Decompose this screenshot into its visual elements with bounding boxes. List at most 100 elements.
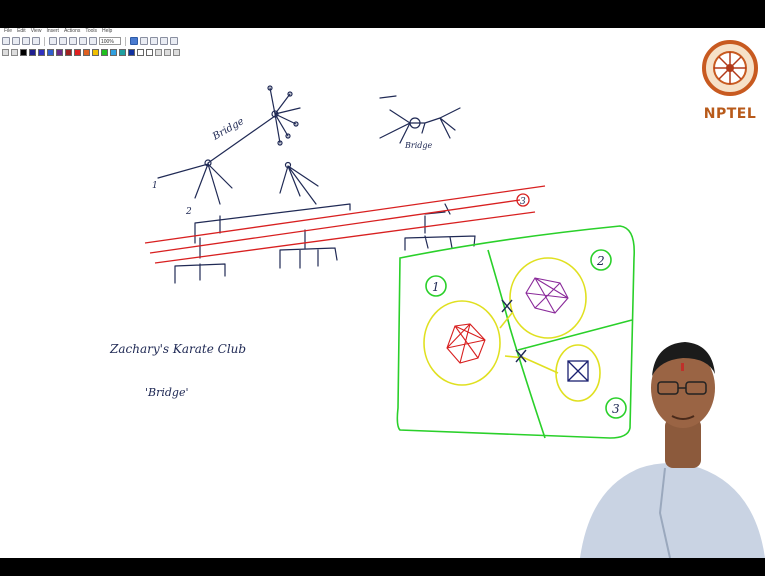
save-icon[interactable] [22,37,30,45]
menu-help[interactable]: Help [102,28,113,34]
lower-right-tree [404,215,476,251]
red-line [154,211,536,264]
lower-left-tree [174,237,226,284]
menu-tools[interactable]: Tools [85,28,98,34]
color-swatch-green[interactable] [101,49,108,56]
red-number-circle [516,193,530,207]
cut-icon[interactable] [69,37,77,45]
top-letterbox [0,0,765,28]
cluster-number-circle [605,397,627,419]
bridge-quote-label: 'Bridge' [145,386,189,399]
redo-icon[interactable] [59,37,67,45]
zoom-field[interactable]: 100% [99,37,121,45]
color-swatch-orange[interactable] [83,49,90,56]
color-swatch-white[interactable] [137,49,144,56]
color-swatch-blue[interactable] [38,49,45,56]
red-line [144,185,546,244]
bracket-lines [194,203,351,244]
navy-diagonals [567,360,589,382]
print-icon[interactable] [32,37,40,45]
menu-edit[interactable]: Edit [17,28,26,34]
lasso-icon[interactable] [155,49,162,56]
menu-insert[interactable]: Insert [46,28,59,34]
copy-icon[interactable] [79,37,87,45]
color-swatch-navy[interactable] [29,49,36,56]
star-branches [269,87,301,144]
cut-mark [501,299,513,313]
toolbar-separator [125,36,126,46]
whiteboard-window: File Edit View Insert Actions Tools Help… [0,28,765,558]
nptel-logo-text: NPTEL [703,106,757,122]
community-region [396,225,636,439]
navy-clique [567,360,589,382]
number-2-label: 2 [185,207,192,217]
color-swatch-black[interactable] [20,49,27,56]
bridge-label-small: Bridge [404,141,433,150]
left-tree-branches [157,163,233,205]
color-palette [2,48,180,57]
yellow-cluster-1 [423,300,501,386]
cluster-number-circle [590,249,612,271]
zoom-in-icon[interactable] [164,49,171,56]
pen-icon[interactable] [130,37,138,45]
tree-node [204,159,212,167]
bridge-label-diagonal: Bridge [210,116,246,143]
small-bridge-tree [379,95,461,144]
cluster-label-3: 3 [612,402,620,416]
tree-node [285,133,291,139]
number-1-label: 1 [152,181,158,191]
nptel-emblem-icon [702,40,758,96]
eraser-icon[interactable] [150,37,158,45]
color-swatch-white-2[interactable] [146,49,153,56]
tree-node [267,85,273,91]
red-clique-edges [446,323,486,364]
navy-square [567,360,589,382]
green-divider [517,319,633,351]
red-number-3: 3 [520,197,526,207]
italic-pen-icon[interactable] [11,49,18,56]
lower-mid-tree [279,229,338,269]
red-line [149,199,521,254]
color-swatch-purple[interactable] [56,49,63,56]
toolbar-separator [44,36,45,46]
green-outline [396,225,636,439]
paste-icon[interactable] [89,37,97,45]
highlighter-icon[interactable] [140,37,148,45]
yellow-clusters [423,257,601,402]
bold-pen-icon[interactable] [2,49,9,56]
select-icon[interactable] [160,37,168,45]
color-swatch-teal[interactable] [119,49,126,56]
cluster-number-circle [425,275,447,297]
color-swatch-dark-red[interactable] [65,49,72,56]
red-clique [446,323,486,364]
tree-node [284,161,292,169]
main-toolbar: 100% [2,36,178,46]
yellow-cluster-2 [509,257,587,339]
tree-diagram [157,85,476,284]
menu-bar: File Edit View Insert Actions Tools Help [0,28,704,35]
mid-tree-branches [279,165,319,205]
color-swatch-yellow[interactable] [92,49,99,56]
menu-view[interactable]: View [30,28,42,34]
bridge-edge [207,115,276,164]
color-swatch-cyan[interactable] [110,49,117,56]
color-swatch-dark-blue[interactable] [128,49,135,56]
menu-actions[interactable]: Actions [63,28,81,34]
purple-clique [525,277,569,314]
red-separator-lines [144,185,546,264]
purple-clique-edges [525,277,569,314]
undo-icon[interactable] [49,37,57,45]
nptel-logo: NPTEL [700,36,760,136]
tree-node [409,117,421,129]
new-icon[interactable] [2,37,10,45]
color-swatch-light-blue[interactable] [47,49,54,56]
menu-file[interactable]: File [4,28,13,34]
zoom-icon[interactable] [170,37,178,45]
whiteboard-canvas[interactable]: 3 Bridge Bridge 1 2 Zachary's Karate Clu… [0,28,765,558]
open-icon[interactable] [12,37,20,45]
tree-node [287,91,293,97]
color-swatch-red[interactable] [74,49,81,56]
green-divider [487,249,546,439]
cut-mark [515,349,527,363]
zoom-out-icon[interactable] [173,49,180,56]
